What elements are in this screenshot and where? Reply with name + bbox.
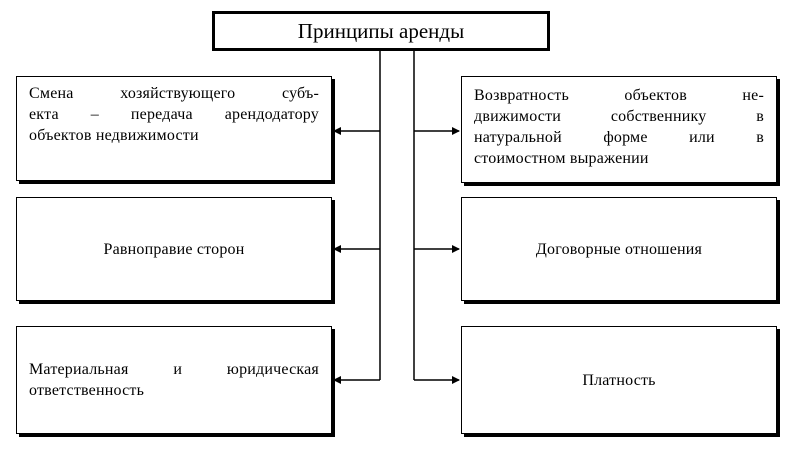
diagram-title-text: Принципы аренды xyxy=(297,18,465,43)
right-node-1-line-3: натуральной форме или в xyxy=(474,129,764,146)
right-node-1: Возвратность объектов не- движимости соб… xyxy=(461,76,777,183)
left-node-2-line-1: Равноправие сторон xyxy=(103,240,245,258)
right-node-3: Платность xyxy=(461,326,777,434)
right-node-1-line-4: стоимостном выражении xyxy=(474,150,649,167)
left-node-3-line-1: Материальная и юридическая xyxy=(29,361,319,378)
right-node-1-line-2: движимости собственнику в xyxy=(474,108,764,125)
left-node-3-line-2: ответственность xyxy=(29,382,145,399)
right-node-2-line-1: Договорные отношения xyxy=(535,240,703,258)
right-node-1-line-1: Возвратность объектов не- xyxy=(474,87,764,104)
diagram-title: Принципы аренды xyxy=(212,11,550,51)
right-node-2: Договорные отношения xyxy=(461,197,777,301)
left-node-2: Равноправие сторон xyxy=(16,197,332,301)
right-node-3-line-1: Платность xyxy=(582,371,656,389)
left-node-1-line-1: Смена хозяйствующего субъ- xyxy=(29,85,319,102)
left-node-3: Материальная и юридическая ответственнос… xyxy=(16,326,332,434)
left-node-1-line-3: объектов недвижимости xyxy=(29,127,199,144)
left-node-1-line-2: екта – передача арендодатору xyxy=(29,106,319,123)
left-node-1: Смена хозяйствующего субъ- екта – переда… xyxy=(16,76,332,181)
